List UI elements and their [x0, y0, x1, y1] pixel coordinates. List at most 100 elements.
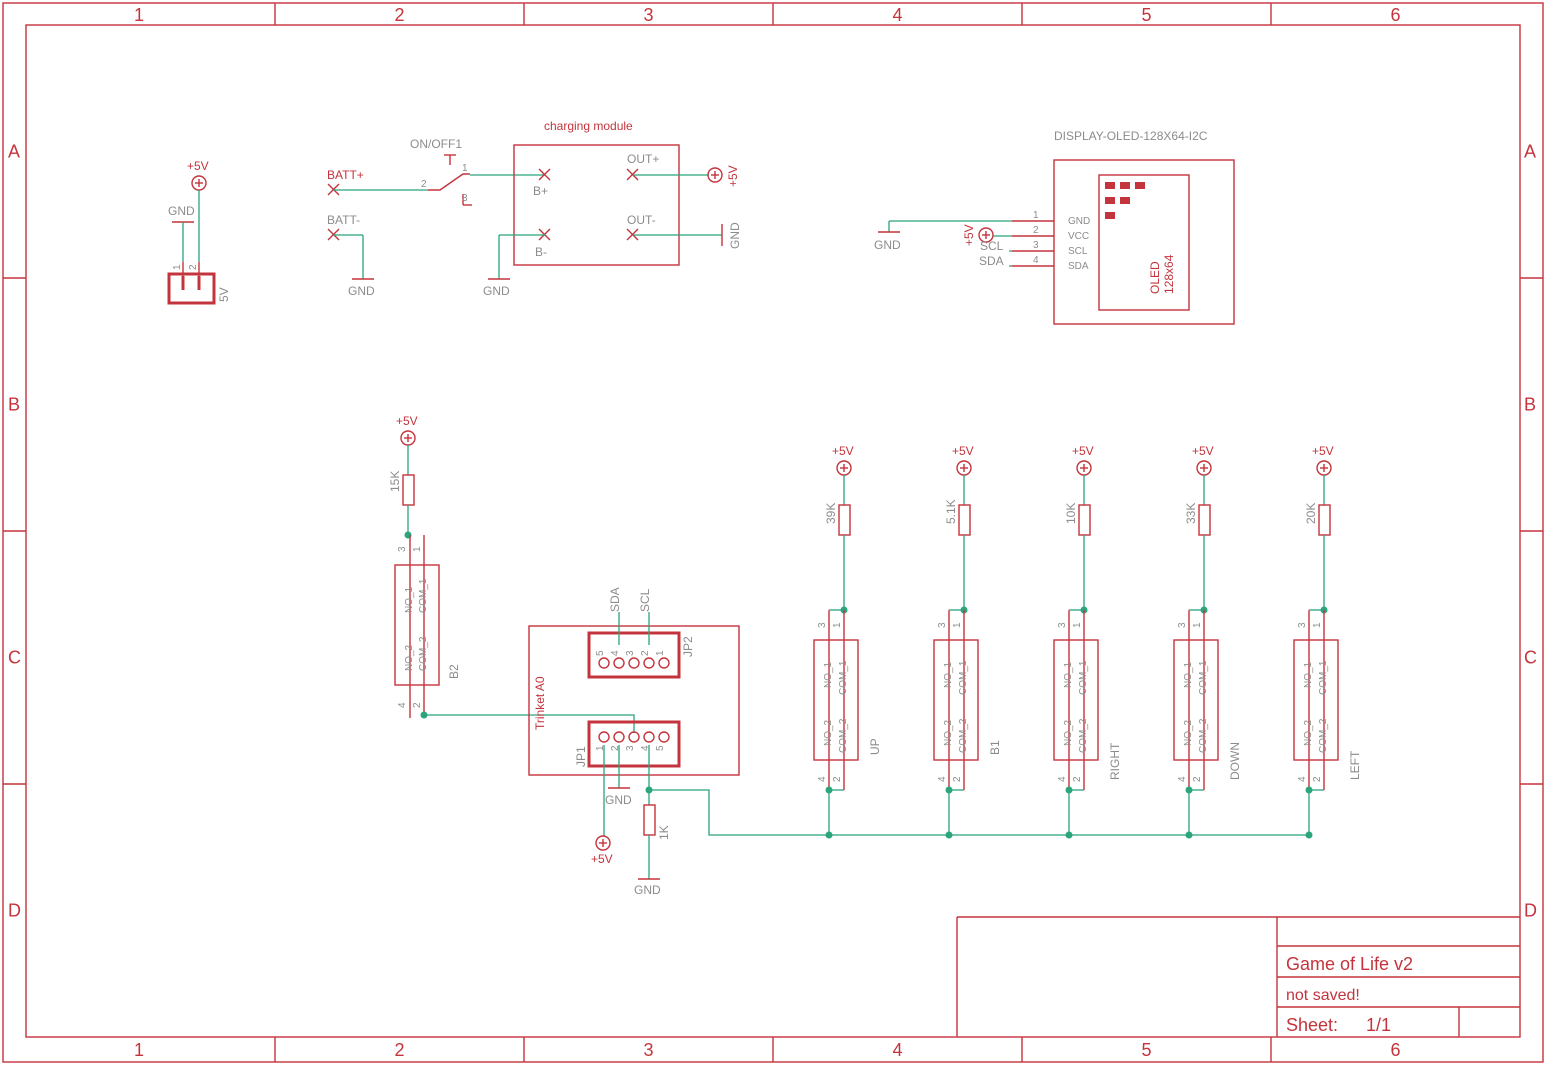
b2-name: B2	[447, 664, 461, 679]
jp2-pin-label-1: 1	[655, 650, 666, 656]
frame-row-right-A: A	[1524, 142, 1536, 162]
b-neg-label: B-	[535, 245, 547, 259]
jp2-pin-2	[643, 657, 655, 669]
right-no1: NO_1	[1063, 661, 1074, 688]
frame-col-bottom-2: 2	[395, 1040, 405, 1060]
batt-neg-label: BATT-	[327, 213, 360, 227]
switch-pin-2: 2	[421, 179, 427, 190]
oled-pin-name-sda: SDA	[1068, 261, 1089, 272]
right-com2: COM_2	[1078, 718, 1089, 753]
oled-pin-num-3: 3	[1033, 240, 1039, 251]
up-no1: NO_1	[823, 661, 834, 688]
jp2-pin-label-3: 3	[625, 650, 636, 656]
b1-com2: COM_2	[958, 718, 969, 753]
gnd-label: GND	[168, 204, 195, 218]
jp1-pin-3	[628, 731, 640, 743]
out-gnd-label: GND	[728, 222, 742, 249]
frame-col-bottom-1: 1	[134, 1040, 144, 1060]
left-pin3: 3	[1297, 622, 1308, 628]
down-name: DOWN	[1228, 742, 1242, 780]
jp2-pin-3	[628, 657, 640, 669]
b1-name: B1	[988, 740, 1002, 755]
batt-pos-label: BATT+	[327, 168, 364, 182]
charger-gnd-label: GND	[483, 284, 510, 298]
down-pin2: 2	[1192, 776, 1203, 782]
right-no2: NO_2	[1063, 719, 1074, 746]
down-resistor	[1198, 504, 1211, 536]
left-com1: COM_1	[1318, 660, 1329, 695]
vcc-label: +5V	[187, 159, 209, 173]
jp1-label: JP1	[574, 746, 588, 767]
out-vcc-label: +5V	[726, 165, 740, 187]
frame-col-top-2: 2	[395, 5, 405, 25]
right-name: RIGHT	[1108, 742, 1122, 780]
up-pin3: 3	[817, 622, 828, 628]
jp1-pin-label-5: 5	[655, 745, 666, 751]
b1-resistor	[958, 504, 971, 536]
oled-pin-name-vcc: VCC	[1068, 231, 1089, 242]
down-pin1: 1	[1192, 622, 1203, 628]
right-pin4: 4	[1057, 776, 1068, 782]
b2-vcc-label: +5V	[396, 414, 418, 428]
jp1-pin-2	[613, 731, 625, 743]
b1-pin4: 4	[937, 776, 948, 782]
jp2-pin-label-5: 5	[595, 650, 606, 656]
b2-resistor-value: 15K	[388, 471, 402, 492]
b1-switch-body	[933, 639, 979, 761]
frame-col-bottom-4: 4	[893, 1040, 903, 1060]
frame-row-right-B: B	[1524, 395, 1536, 415]
jp2-pin-label-2: 2	[640, 650, 651, 656]
oled-pin-num-4: 4	[1033, 255, 1039, 266]
frame-row-left-C: C	[8, 648, 21, 668]
oled-label-line2: 128x64	[1162, 254, 1176, 294]
jp2-pin-label-4: 4	[610, 650, 621, 656]
battery-switch-section: BATT+ BATT- GND ON/OFF1 2 1 3	[327, 137, 545, 298]
oled-pin-name-gnd: GND	[1068, 216, 1090, 227]
down-vcc-label: +5V	[1192, 444, 1214, 458]
b2-pin4: 4	[397, 702, 408, 708]
up-vcc-label: +5V	[832, 444, 854, 458]
switch-name: ON/OFF1	[410, 137, 462, 151]
jp2-label: JP2	[681, 636, 695, 657]
save-status-text: not saved!	[1286, 987, 1360, 1004]
b1-resistor-value: 5.1K	[944, 499, 958, 524]
frame-col-top-5: 5	[1142, 5, 1152, 25]
jp2-pin-4	[613, 657, 625, 669]
left-pin2: 2	[1312, 776, 1323, 782]
jack-pin-2: 2	[188, 264, 199, 270]
up-com2: COM_2	[838, 718, 849, 753]
frame-col-top-6: 6	[1391, 5, 1401, 25]
right-pin2: 2	[1072, 776, 1083, 782]
b2-pin2: 2	[412, 702, 423, 708]
up-name: UP	[868, 738, 882, 755]
b-pos-label: B+	[533, 184, 548, 198]
down-resistor-value: 33K	[1184, 503, 1198, 524]
down-com1: COM_1	[1198, 660, 1209, 695]
frame-col-bottom-5: 5	[1142, 1040, 1152, 1060]
jp1-pin-4	[643, 731, 655, 743]
b2-com2: COM_2	[418, 636, 429, 671]
b1-no1: NO_1	[943, 661, 954, 688]
left-resistor-value: 20K	[1304, 503, 1318, 524]
oled-label-line1: OLED	[1148, 261, 1162, 294]
charging-module-title: charging module	[544, 119, 633, 133]
power-jack-5v: +5V GND 1 2 5V	[167, 159, 231, 305]
out-neg-label: OUT-	[627, 213, 656, 227]
oled-pin-num-1: 1	[1033, 210, 1039, 221]
batt-gnd-label: GND	[348, 284, 375, 298]
b1-no2: NO_2	[943, 719, 954, 746]
frame-row-right-C: C	[1524, 648, 1537, 668]
switch-pin-3: 3	[462, 193, 468, 204]
right-vcc-label: +5V	[1072, 444, 1094, 458]
left-pin1: 1	[1312, 622, 1323, 628]
up-pin4: 4	[817, 776, 828, 782]
jack-name: 5V	[217, 287, 231, 302]
jp1-pin-label-2: 2	[610, 745, 621, 751]
frame-col-top-1: 1	[134, 5, 144, 25]
